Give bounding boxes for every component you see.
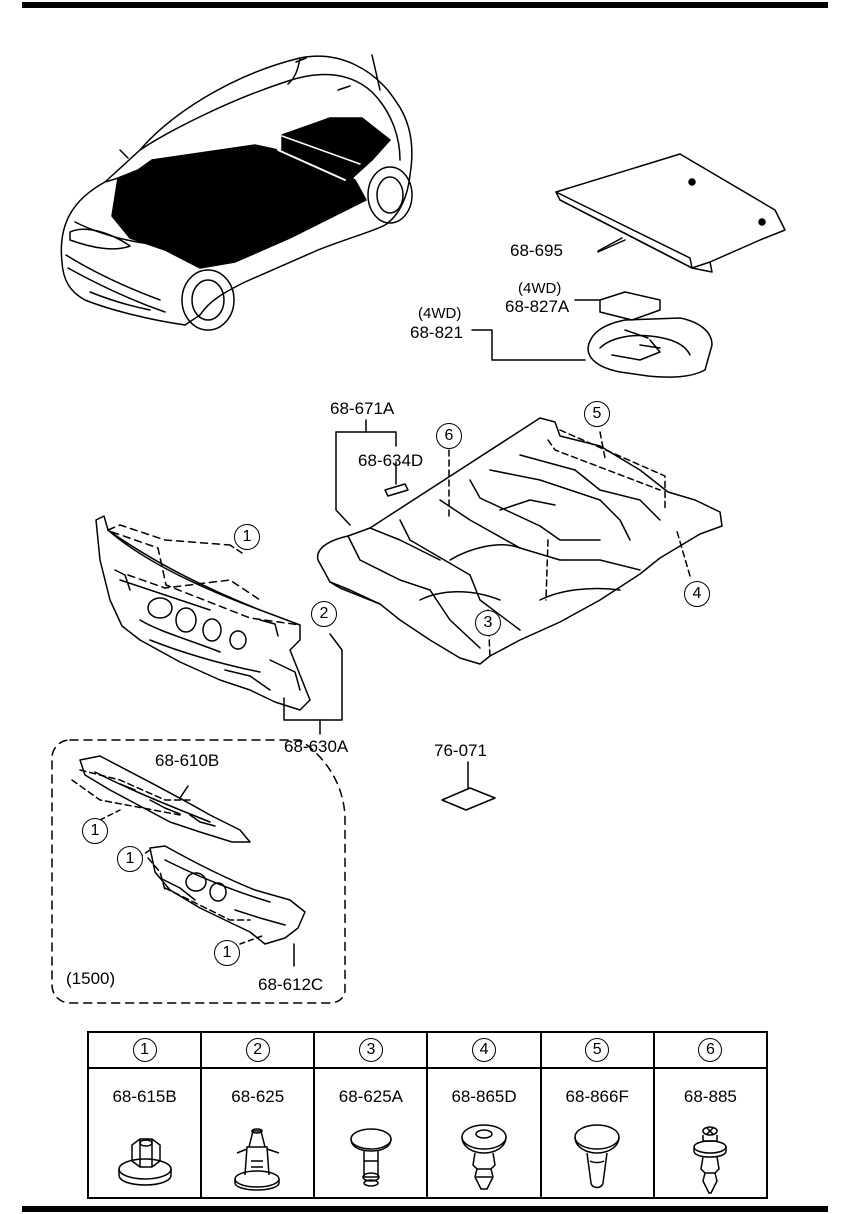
- variant-1500-group: [51, 739, 346, 1004]
- callout-1-upper-right: 1: [117, 846, 143, 872]
- legend-number: 6: [698, 1038, 723, 1062]
- screw-rivet-clip-icon: [693, 1126, 728, 1194]
- car-illustration: [60, 54, 413, 331]
- legend-number: 1: [132, 1038, 157, 1062]
- legend-cell: 2: [200, 1031, 316, 1069]
- tapered-plug-clip-icon: [574, 1124, 620, 1189]
- legend-part-number: 68-865D: [451, 1087, 517, 1106]
- fastener-legend-table: 1 2 3 4 5 6 68-615B 68-625: [86, 1031, 769, 1199]
- trunk-board-leader: [597, 239, 626, 253]
- callout-1-upper-left: 1: [82, 818, 108, 844]
- push-pin-clip-icon: [350, 1128, 392, 1187]
- fir-tree-clip-icon: [461, 1124, 507, 1190]
- patch-part: [441, 761, 496, 811]
- tray-4wd-qualifier: (4WD): [418, 305, 462, 322]
- legend-part-number: 68-885: [683, 1087, 737, 1106]
- callout-2: 2: [311, 601, 337, 627]
- legend-cell: 3: [313, 1031, 429, 1069]
- dash-upper-label: 68-610B: [155, 751, 220, 770]
- mat-4wd-qualifier: (4WD): [518, 280, 562, 297]
- variant-note: (1500): [66, 969, 116, 988]
- dash-insulator-part: [95, 515, 343, 735]
- legend-parts-row: 68-615B 68-625 68-625A: [86, 1067, 769, 1199]
- legend-cell: 4: [426, 1031, 542, 1069]
- legend-part-number: 68-866F: [565, 1087, 629, 1106]
- legend-number: 2: [245, 1038, 270, 1062]
- legend-header-row: 1 2 3 4 5 6: [86, 1031, 769, 1069]
- legend-cell: 68-625: [200, 1067, 316, 1199]
- callout-1: 1: [234, 524, 260, 550]
- tray-4wd-part: [471, 291, 713, 378]
- callout-6: 6: [436, 423, 462, 449]
- legend-part-number: 68-615B: [112, 1087, 177, 1106]
- legend-cell: 5: [539, 1031, 655, 1069]
- dash-insulator-label: 68-630A: [284, 737, 349, 756]
- floor-pad-label: 68-634D: [358, 451, 424, 470]
- legend-cell: 1: [86, 1031, 203, 1069]
- patch-label: 76-071: [434, 741, 487, 760]
- legend-cell: 68-885: [652, 1067, 769, 1199]
- top-border: [22, 2, 828, 8]
- legend-number: 4: [472, 1038, 497, 1062]
- callout-5: 5: [584, 401, 610, 427]
- legend-number: 5: [585, 1038, 610, 1062]
- legend-cell: 68-625A: [313, 1067, 429, 1199]
- tray-4wd-label: 68-821: [410, 323, 463, 342]
- callout-4: 4: [684, 581, 710, 607]
- dash-lower-label: 68-612C: [258, 975, 324, 994]
- legend-cell: 68-866F: [539, 1067, 655, 1199]
- legend-cell: 68-865D: [426, 1067, 542, 1199]
- bottom-border: [22, 1206, 828, 1212]
- callout-1-lower: 1: [214, 940, 240, 966]
- legend-cell: 6: [652, 1031, 769, 1069]
- legend-part-number: 68-625: [231, 1087, 285, 1106]
- legend-cell: 68-615B: [86, 1067, 203, 1199]
- floor-carpet-part: [316, 417, 723, 665]
- floor-carpet-label: 68-671A: [330, 399, 395, 418]
- callout-3: 3: [475, 610, 501, 636]
- push-rivet-clip-icon: [233, 1128, 280, 1191]
- hex-nut-clip-icon: [117, 1138, 172, 1186]
- legend-number: 3: [358, 1038, 383, 1062]
- trunk-board-label: 68-695: [510, 241, 563, 260]
- legend-part-number: 68-625A: [338, 1087, 404, 1106]
- mat-4wd-label: 68-827A: [505, 297, 570, 316]
- trunk-board-part: [555, 153, 786, 273]
